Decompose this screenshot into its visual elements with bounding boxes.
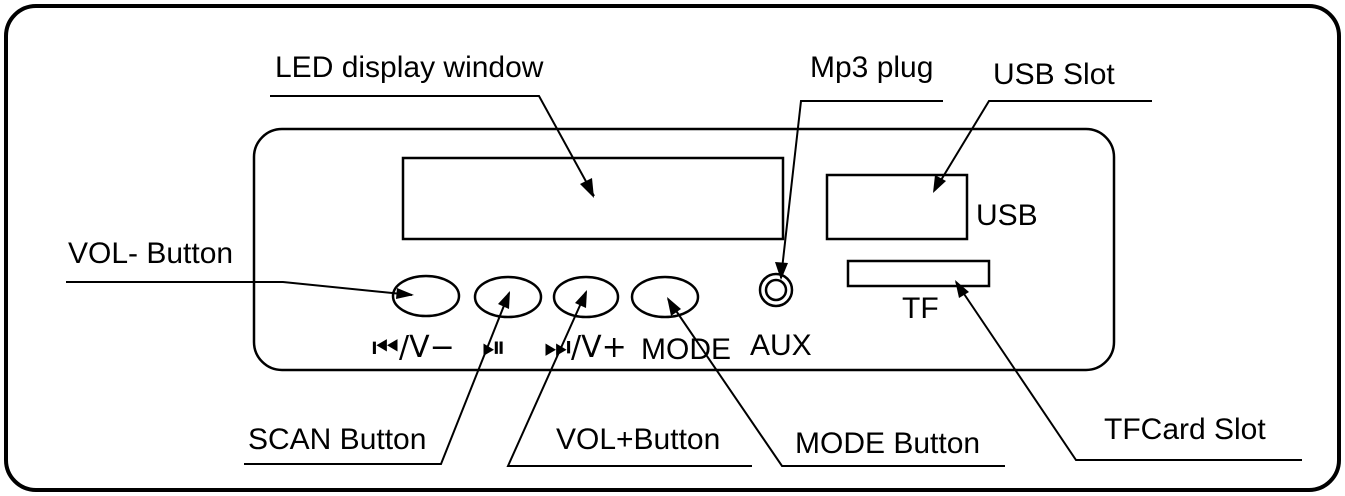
mp3-plug-leader: [780, 100, 943, 279]
usb-slot: [825, 173, 969, 241]
scan-button-callout: SCAN Button: [248, 423, 426, 456]
tf-label: TF: [902, 292, 939, 325]
mode-button: [630, 275, 700, 319]
usb-label: USB: [976, 199, 1038, 232]
tfcard-slot-arrowhead: [955, 280, 969, 298]
tf-card-slot: [846, 259, 991, 288]
vol-plus-button-callout: VOL+Button: [556, 423, 720, 456]
mode-label: MODE: [641, 333, 731, 366]
vol-minus-button-arrowhead: [396, 288, 414, 299]
scan-button-arrowhead: [498, 291, 510, 309]
outer-frame: [4, 4, 1341, 492]
vol-minus-button-callout: VOL- Button: [68, 237, 233, 270]
scan-button: [473, 275, 543, 319]
play-pause-label: ⏯: [482, 330, 506, 365]
led-display-window-arrowhead: [580, 178, 594, 198]
aux-jack-outer: [758, 272, 794, 308]
led-display-window-leader: [270, 95, 595, 197]
tfcard-slot-callout: TFCard Slot: [1104, 413, 1266, 446]
usb-slot-callout: USB Slot: [993, 58, 1115, 91]
mode-button-arrowhead: [667, 297, 681, 316]
vol-plus-button-leader: [506, 291, 752, 467]
mode-button-leader: [667, 298, 1005, 467]
led-display-window-callout: LED display window: [275, 51, 544, 84]
aux-jack-inner: [764, 278, 788, 302]
mode-button-callout: MODE Button: [795, 427, 980, 460]
vol-plus-button-arrowhead: [575, 290, 587, 308]
front-panel: [252, 127, 1116, 372]
mp3-plug-callout: Mp3 plug: [810, 51, 933, 84]
vol-plus-button: [552, 275, 620, 319]
usb-slot-arrowhead: [933, 175, 946, 193]
next-vol-plus-label: ⏭/V+: [544, 330, 627, 365]
prev-vol-minus-label: ⏮/V−: [372, 330, 455, 365]
aux-label: AUX: [750, 329, 812, 362]
usb-slot-leader: [934, 100, 1152, 191]
scan-button-leader: [244, 292, 510, 465]
vol-minus-button: [391, 274, 461, 318]
led-display-window: [401, 156, 785, 241]
vol-minus-button-leader: [66, 281, 413, 296]
mp3-plug-arrowhead: [775, 262, 788, 280]
tfcard-slot-leader: [955, 281, 1302, 461]
